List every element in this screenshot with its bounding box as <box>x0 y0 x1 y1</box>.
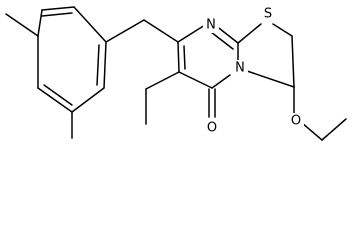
bond-ch2-ch3 <box>321 118 347 141</box>
bond-aromatic-1 <box>41 6 75 11</box>
bond-aromatic-3 <box>103 41 107 89</box>
atom-n-ring: N <box>206 18 216 33</box>
atom-bg-o-ether <box>288 113 304 129</box>
bond-aromatic-2 <box>73 6 107 43</box>
atom-n-bridge: N <box>235 61 245 76</box>
bond-aromatic-1-inner <box>41 12 73 17</box>
bond-o-ch2 <box>301 122 323 141</box>
bond-n-c8a-inner <box>210 31 234 50</box>
bond-c7-n <box>177 24 206 43</box>
atom-s-thiazole: S <box>264 7 272 22</box>
atom-label-layer: N N S O O <box>203 6 304 136</box>
bond-methyl-top <box>5 13 39 37</box>
bond-c8a-s <box>237 23 262 44</box>
atom-bg-n-bridge <box>232 60 248 76</box>
bond-aromatic-4 <box>71 87 105 113</box>
bond-ch-n4 <box>246 70 295 88</box>
bond-benzyl-1 <box>105 19 145 43</box>
bond-s-ch2 <box>272 23 293 37</box>
atom-o-ether: O <box>291 114 301 129</box>
bond-aromatic-5-inner <box>43 84 73 106</box>
bond-c6-c7-inner <box>183 45 186 70</box>
atom-o-carbonyl: O <box>207 121 217 136</box>
bond-benzyl-2 <box>143 19 179 43</box>
atom-bg-s-thiazole <box>260 6 276 22</box>
bond-ethyl-1 <box>145 71 180 90</box>
bond-aromatic-5 <box>37 87 73 113</box>
bond-ch2-ch <box>291 35 295 88</box>
bond-aromatic-3-inner <box>96 44 100 86</box>
bond-c5-c6 <box>178 71 213 89</box>
bond-n4-c5 <box>211 74 231 89</box>
bond-aromatic-7 <box>37 9 43 37</box>
bond-layer <box>5 6 347 141</box>
chemical-structure: N N S O O <box>5 6 347 141</box>
bond-c6-c7 <box>177 41 180 73</box>
atom-bg-o-carbonyl <box>204 120 220 136</box>
atom-bg-n-ring <box>203 17 219 33</box>
